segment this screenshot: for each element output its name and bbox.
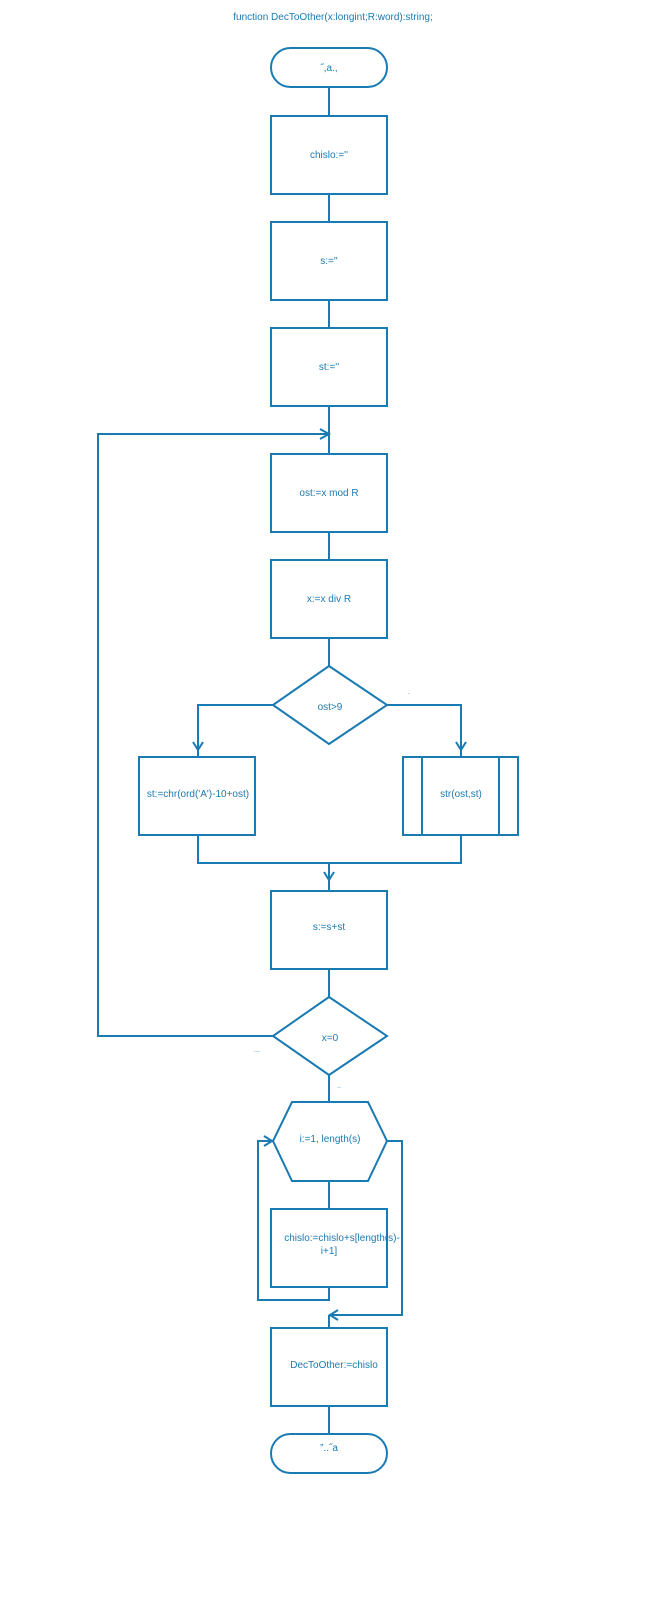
cond-x-label: x=0 — [322, 1033, 339, 1044]
st-chr-block — [138, 756, 256, 836]
cond-ost-true-mark: . — [408, 689, 410, 696]
result-label: DecToOther:=chislo — [290, 1360, 378, 1371]
loop-hexagon — [271, 1101, 389, 1182]
end-terminator — [270, 1433, 388, 1474]
arrowhead-cond-left — [192, 741, 204, 752]
start-terminator — [270, 47, 388, 88]
init-st-block — [270, 327, 388, 407]
edge-loop-exit — [329, 1140, 403, 1316]
cond-ost-label: ost>9 — [318, 702, 343, 713]
cond-x-true-mark: .. — [337, 1083, 341, 1090]
init-chislo-label: chislo:='' — [310, 150, 348, 161]
chislo-body-label-2: i+1] — [321, 1246, 338, 1257]
cond-x-false-mark: ... — [254, 1047, 260, 1054]
arrowheads — [192, 428, 467, 1321]
xdiv-block — [270, 559, 388, 639]
cond-x-diamond — [271, 995, 389, 1077]
diagram-title: function DecToOther(x:longint;R:word):st… — [233, 12, 433, 23]
init-st-label: st:='' — [319, 362, 339, 373]
chislo-body-block — [270, 1208, 388, 1288]
edge-merge — [197, 836, 462, 864]
init-s-block — [270, 221, 388, 301]
s-append-label: s:=s+st — [313, 922, 345, 933]
arrowhead-loop-back — [319, 428, 332, 440]
ost-block — [270, 453, 388, 533]
edge-cond-right — [387, 704, 462, 757]
arrowhead-merge — [323, 871, 335, 882]
init-s-label: s:='' — [320, 256, 338, 267]
edge-loop-back — [97, 433, 329, 1037]
end-label: ”..˝a — [320, 1442, 338, 1454]
edge-body-loopback — [257, 1140, 330, 1301]
arrowhead-loop-exit — [328, 1309, 339, 1321]
st-chr-label: st:=chr(ord('A')-10+ost) — [147, 789, 249, 800]
edge-cond-left — [197, 704, 273, 757]
chislo-body-label-1: chislo:=chislo+s[length(s)- — [284, 1233, 400, 1244]
s-append-block — [270, 890, 388, 970]
arrowhead-cond-right — [455, 741, 467, 752]
start-label: ˝,a., — [320, 62, 337, 74]
str-call-label: str(ost,st) — [440, 789, 482, 800]
init-chislo-block — [270, 115, 388, 195]
loop-label: i:=1, length(s) — [300, 1134, 361, 1145]
xdiv-label: x:=x div R — [307, 594, 351, 605]
ost-label: ost:=x mod R — [299, 488, 358, 499]
cond-ost-diamond — [271, 664, 389, 746]
connectors — [97, 87, 462, 1434]
result-block — [270, 1327, 388, 1407]
